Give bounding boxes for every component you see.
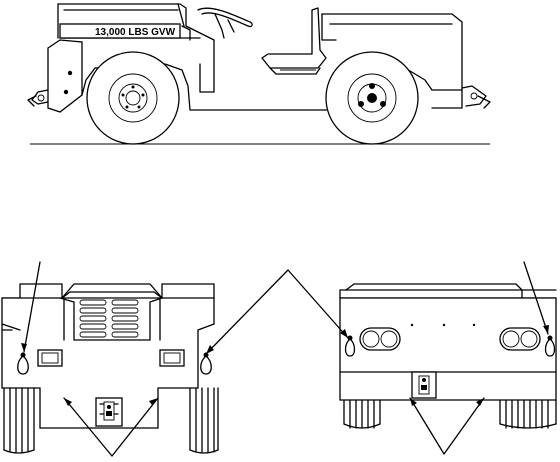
side-view: 13,000 LBS GVW — [27, 3, 491, 145]
rear-tiedown-rings — [344, 335, 556, 357]
front-view — [1, 283, 219, 454]
callout-lines — [21, 261, 549, 457]
front-lights — [37, 349, 185, 367]
steering-wheel — [197, 7, 253, 39]
rear-view — [339, 283, 557, 429]
front-body — [1, 297, 215, 429]
rear-tires — [343, 399, 557, 429]
rear-tow-hook — [461, 85, 491, 109]
front-tow-hook — [27, 89, 49, 107]
grille-slots — [79, 299, 139, 338]
gvw-label: 13,000 LBS GVW — [95, 27, 176, 38]
rear-tow-pintle — [411, 371, 437, 399]
front-wheel — [86, 51, 180, 145]
front-panel — [47, 39, 83, 113]
front-tires — [3, 387, 219, 454]
engine-hood: 13,000 LBS GVW — [57, 3, 215, 93]
front-tow-pintle — [95, 397, 123, 427]
seat — [261, 7, 327, 75]
rear-wheel — [325, 51, 419, 145]
rear-deck — [321, 13, 463, 91]
rear-lights — [359, 327, 541, 351]
front-tiedown-rings — [17, 352, 212, 375]
grille-panel — [59, 297, 163, 341]
